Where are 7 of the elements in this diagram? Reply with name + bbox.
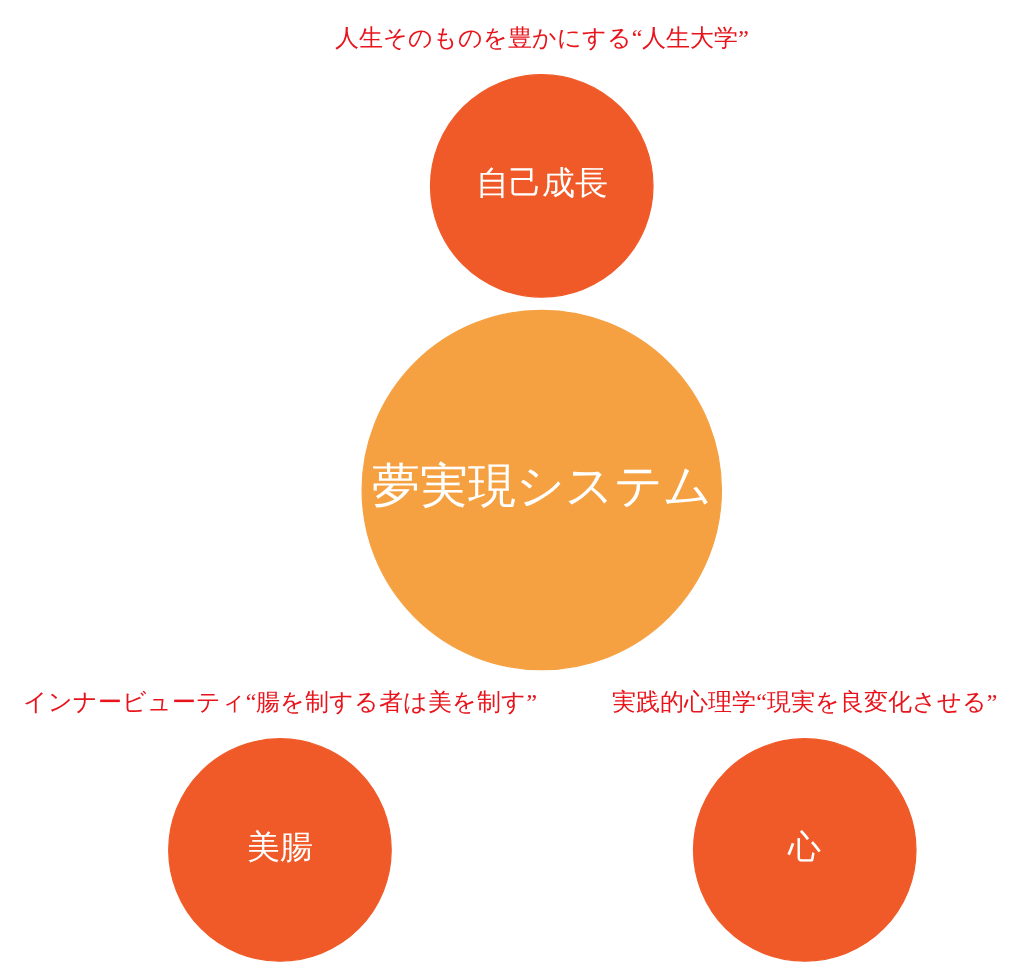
node-label: インナービューティ“腸を制する者は美を制す” xyxy=(22,688,538,715)
node-label: 実践的心理学“現実を良変化させる” xyxy=(612,688,998,715)
node-circle: 心 xyxy=(692,737,917,962)
node-circle: 美腸 xyxy=(168,737,392,962)
node-circle: 夢実現システム xyxy=(361,309,723,670)
node-circle: 自己成長 xyxy=(429,73,654,298)
node-label: 人生そのものを豊かにする“人生大学” xyxy=(334,24,749,51)
